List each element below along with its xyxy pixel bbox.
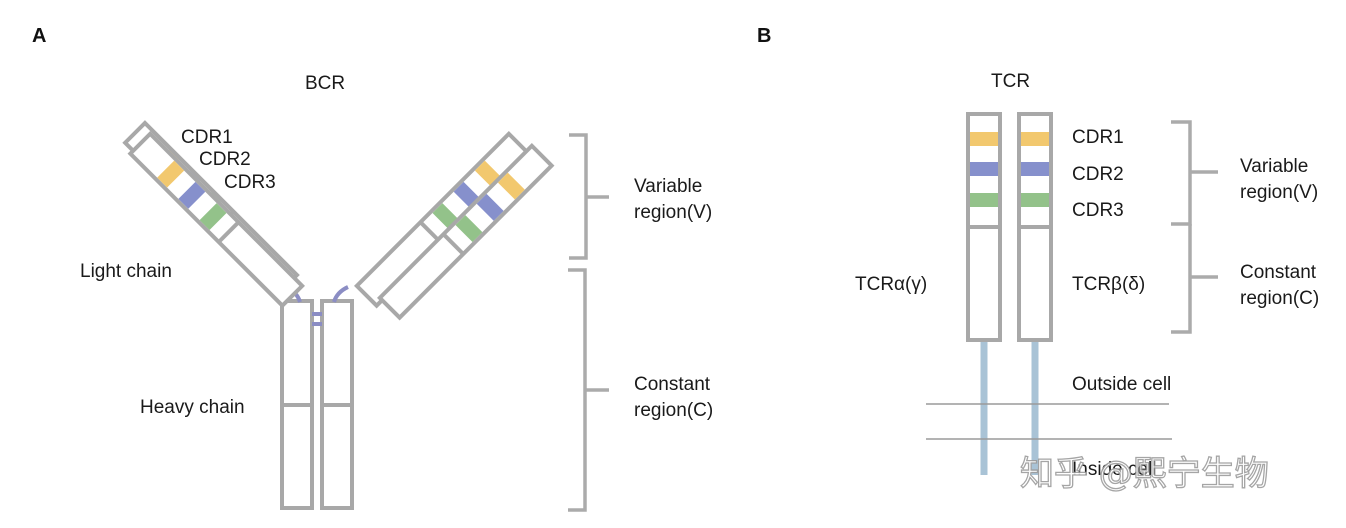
- right-fab-arm: [377, 142, 555, 321]
- right-heavy-fab: [354, 130, 532, 309]
- bcr-variable-region-label-line2: region(V): [634, 202, 712, 223]
- right-light-cdr1: [497, 172, 525, 200]
- watermark: 知乎 @熙宁生物: [1020, 454, 1269, 494]
- tcr-variable-bracket: [1171, 120, 1218, 226]
- tcr-variable-region-label-line1: Variable: [1240, 156, 1308, 177]
- bcr-constant-region-label-line1: Constant: [634, 374, 711, 395]
- heavy-chain-label: Heavy chain: [140, 397, 245, 418]
- inside-cell-label: Inside cell: [1072, 459, 1157, 480]
- right-light-cdr3: [455, 215, 483, 242]
- tcr-constant-bracket: [1171, 224, 1218, 334]
- right-light-cdr2: [476, 193, 504, 221]
- outside-cell-label: Outside cell: [1072, 374, 1171, 395]
- bcr-constant-bracket: [568, 268, 609, 512]
- bcr-cdr2-label: CDR2: [199, 149, 251, 170]
- bcr-variable-region-label-line1: Variable: [634, 176, 702, 197]
- heavy-heavy-disulfide-bonds: [312, 312, 322, 326]
- tcr-constant-region-label-line2: region(C): [1240, 288, 1319, 309]
- bcr-variable-bracket: [569, 133, 609, 260]
- bcr-cdr1-label: CDR1: [181, 127, 233, 148]
- left-heavy-cdr2: [178, 181, 206, 209]
- tcr-beta-cdr1: [1021, 132, 1049, 146]
- heavy-chain-left-stem: [280, 299, 314, 510]
- tcr-cdr3-label: CDR3: [1072, 200, 1124, 221]
- tcr-beta-cdr3: [1021, 193, 1049, 207]
- tcr-cdr2-label: CDR2: [1072, 164, 1124, 185]
- tcr-alpha-cdr2: [970, 162, 998, 176]
- tcr-constant-region-label-line1: Constant: [1240, 262, 1317, 283]
- tcr-variable-region-label-line2: region(V): [1240, 182, 1318, 203]
- tcr-alpha-cdr3: [970, 193, 998, 207]
- tcr-beta-cdr2: [1021, 162, 1049, 176]
- heavy-chain-right-stem: [320, 299, 354, 510]
- left-heavy-cdr3: [199, 203, 227, 230]
- tcr-title: TCR: [991, 71, 1030, 92]
- right-heavy-light-disulfide: [332, 285, 349, 303]
- panel-a-label: A: [32, 25, 46, 47]
- tcr-cdr1-label: CDR1: [1072, 127, 1124, 148]
- tcr-beta-label: TCRβ(δ): [1072, 274, 1145, 295]
- bcr-constant-region-label-line2: region(C): [634, 400, 713, 421]
- tcr-beta-chain: [1017, 112, 1053, 342]
- tcr-alpha-cdr1: [970, 132, 998, 146]
- panel-b-label: B: [757, 25, 771, 47]
- left-heavy-cdr1: [157, 160, 185, 188]
- bcr-title: BCR: [305, 73, 345, 94]
- left-heavy-fab: [127, 130, 305, 309]
- right-light-chain: [377, 142, 555, 321]
- tcr-alpha-label: TCRα(γ): [855, 274, 927, 295]
- tcr-alpha-chain: [966, 112, 1002, 342]
- light-chain-label: Light chain: [80, 261, 172, 282]
- bcr-cdr3-label: CDR3: [224, 172, 276, 193]
